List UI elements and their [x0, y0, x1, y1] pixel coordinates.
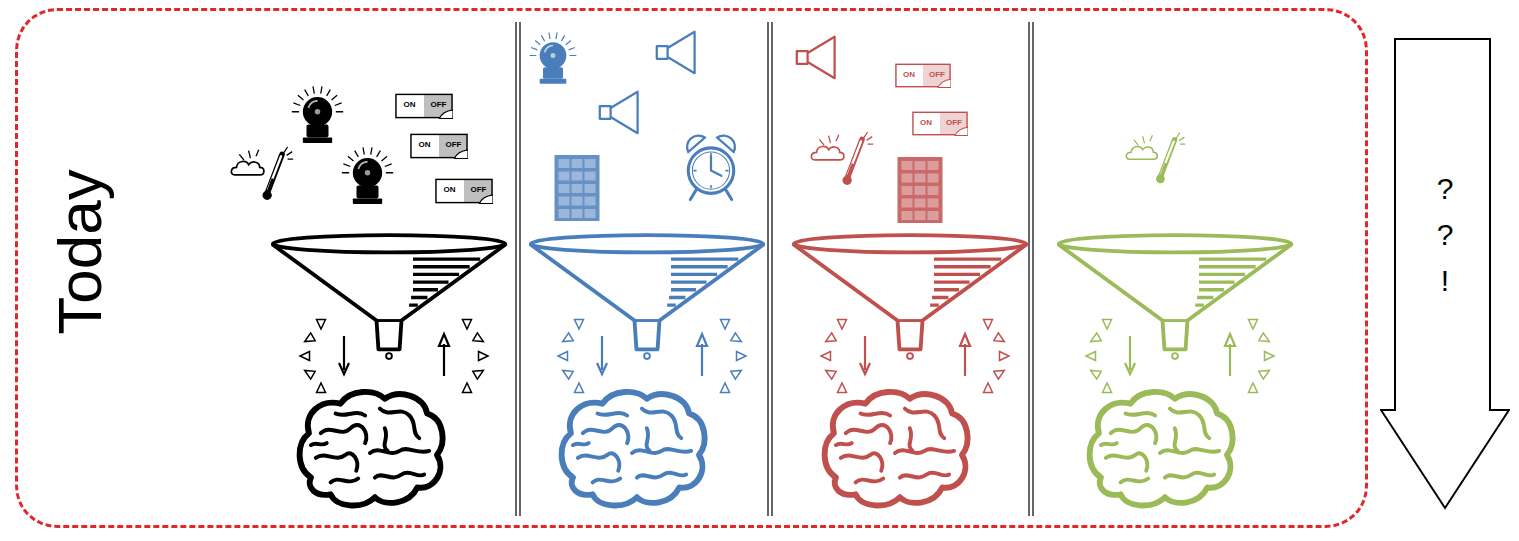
red-panel	[794, 37, 1026, 506]
switch-label: ON	[435, 186, 464, 194]
switch-icon	[913, 112, 968, 135]
switch-label: OFF	[439, 141, 468, 149]
green-panel	[1059, 133, 1291, 506]
switch-label: ON	[895, 71, 923, 79]
down-arrow-box: ? ? !	[1380, 38, 1510, 510]
switch-label: OFF	[464, 186, 493, 194]
switch-icon	[436, 179, 493, 203]
separator-line	[1032, 22, 1034, 516]
flow-arrows	[1086, 320, 1274, 393]
alarm-clock-icon	[687, 136, 735, 200]
separator-line	[515, 22, 517, 516]
panel-separators	[516, 22, 1033, 516]
separator-line	[771, 22, 773, 516]
switch-label: ON	[912, 119, 940, 127]
frame-title: Today	[49, 169, 111, 334]
weather-thermometer-icon	[231, 147, 293, 200]
switch-label: ON	[410, 141, 439, 149]
flow-arrows	[300, 320, 488, 393]
separator-line	[519, 22, 521, 516]
bell-icon	[292, 86, 343, 142]
switch-label: ON	[395, 101, 424, 109]
switch-label: OFF	[940, 119, 968, 127]
switch-icon	[411, 134, 468, 158]
brain-icon	[562, 392, 705, 506]
flow-arrows	[821, 320, 1009, 393]
speaker-icon	[657, 32, 695, 73]
separator-line	[1028, 22, 1030, 516]
keypad-icon	[555, 155, 600, 221]
arrow-text: ? ? !	[1433, 166, 1457, 304]
brain-icon	[300, 392, 443, 506]
speaker-icon	[600, 92, 638, 133]
bell-icon	[342, 147, 393, 203]
separator-line	[767, 22, 769, 516]
switch-icon	[396, 94, 453, 118]
weather-thermometer-icon	[811, 132, 873, 185]
arrow-shape	[1381, 39, 1509, 508]
switch-icon	[896, 64, 951, 87]
speaker-icon	[797, 37, 835, 78]
dashed-frame: Today	[15, 8, 1368, 528]
brain-icon	[1090, 392, 1233, 506]
switch-label: OFF	[424, 101, 453, 109]
blue-panel	[530, 32, 763, 506]
brain-icon	[825, 392, 968, 506]
flow-arrows	[558, 320, 746, 393]
keypad-icon	[898, 157, 943, 223]
black-panel	[231, 86, 505, 505]
bell-icon	[530, 33, 577, 84]
switch-label: OFF	[923, 71, 951, 79]
weather-thermometer-icon	[1126, 133, 1185, 183]
